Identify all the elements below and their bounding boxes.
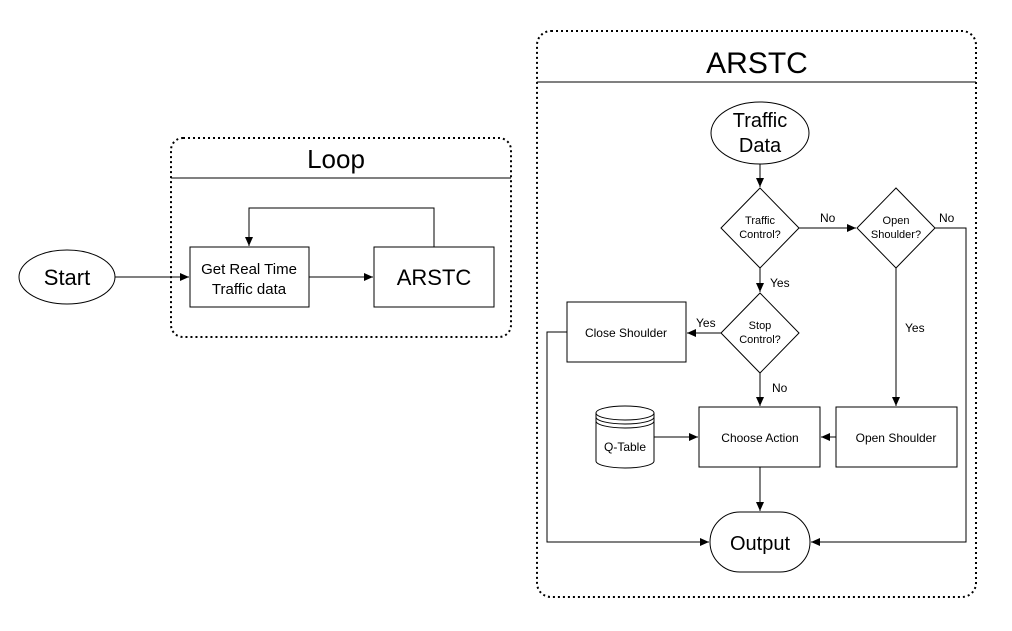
open-shoulder-q-label-line1: Open [883, 215, 910, 227]
traffic-data-label-line1: Traffic [733, 110, 787, 132]
stop-control-decision: Stop Control? [720, 292, 800, 374]
traffic-data-label-line2: Data [739, 135, 782, 157]
start-label: Start [44, 265, 90, 290]
edge-open-q-no-to-output [811, 227, 967, 546]
traffic-control-decision: Traffic Control? [720, 187, 800, 269]
edge-label-tc-no: No [820, 211, 836, 225]
arstc-process-box: ARSTC [373, 246, 495, 308]
open-shoulder-box: Open Shoulder [835, 406, 958, 468]
choose-action-label: Choose Action [721, 431, 798, 445]
arstc-process-label: ARSTC [397, 265, 472, 290]
arstc-title: ARSTC [706, 47, 808, 80]
stop-control-label-line2: Control? [739, 334, 781, 346]
edge-label-os-yes: Yes [905, 321, 925, 335]
edge-label-os-no: No [939, 211, 955, 225]
edge-label-sc-yes: Yes [696, 316, 716, 330]
start-node: Start [18, 249, 116, 305]
output-label: Output [730, 533, 790, 555]
edge-label-sc-no: No [772, 381, 788, 395]
get-traffic-data-label-line2: Traffic data [212, 281, 287, 298]
traffic-control-label-line1: Traffic [745, 215, 775, 227]
edge-label-tc-yes: Yes [770, 276, 790, 290]
get-traffic-data-box: Get Real Time Traffic data [189, 246, 310, 308]
edge-close-shoulder-to-output [546, 331, 709, 546]
arstc-container: ARSTC [536, 30, 977, 598]
open-shoulder-decision: Open Shoulder? [856, 187, 936, 269]
edge-arstc-loop-back [245, 207, 435, 247]
traffic-control-label-line2: Control? [739, 229, 781, 241]
get-traffic-data-label-line1: Get Real Time [201, 261, 297, 278]
traffic-data-node: Traffic Data [710, 101, 810, 165]
open-shoulder-q-label-line2: Shoulder? [871, 229, 921, 241]
close-shoulder-label: Close Shoulder [585, 326, 667, 340]
loop-title: Loop [307, 144, 365, 174]
q-table-database: Q-Table [595, 405, 655, 469]
loop-container: Loop [170, 137, 512, 338]
stop-control-label-line1: Stop [749, 320, 772, 332]
q-table-label: Q-Table [604, 440, 646, 454]
choose-action-box: Choose Action [698, 406, 821, 468]
close-shoulder-box: Close Shoulder [566, 301, 687, 363]
open-shoulder-label: Open Shoulder [856, 431, 937, 445]
output-node: Output [709, 511, 811, 573]
